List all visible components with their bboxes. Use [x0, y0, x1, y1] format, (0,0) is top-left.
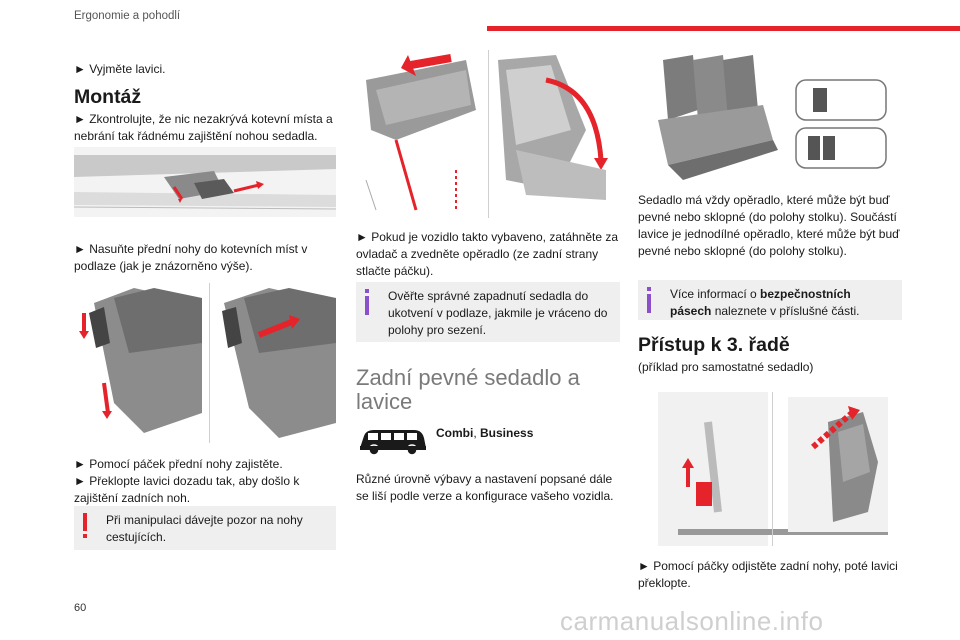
heading-montaz: Montáž — [74, 86, 142, 108]
heading-rear-seat: Zadní pevné sedadlo a lavice — [356, 365, 580, 414]
step-slide: ► Nasuňte přední nohy do kotevních míst … — [74, 242, 308, 273]
page-number: 60 — [74, 602, 87, 614]
bench-configuration-image — [638, 50, 902, 186]
floor-anchor-image — [74, 147, 336, 217]
step-pull: ► Pokud je vozidlo takto vybaveno, zatáh… — [356, 230, 619, 278]
step-unlock: ► Pomocí páčky odjistěte zadní nohy, pot… — [638, 559, 898, 590]
warning-text: Při manipulaci dávejte pozor na nohy ces… — [106, 513, 303, 544]
seat-description: Sedadlo má vždy opěradlo, které může být… — [638, 193, 900, 258]
watermark-site: carmanualsonline.info — [560, 606, 824, 636]
header-accent-bar — [487, 26, 960, 31]
example-note: (příklad pro samostatné sedadlo) — [638, 360, 814, 374]
warning-note: Při manipulaci dávejte pozor na nohy ces… — [74, 506, 336, 550]
step-check: ► Zkontrolujte, že nic nezakrývá kotevní… — [74, 112, 333, 143]
van-icon — [356, 424, 428, 460]
step-lock-2: ► Překlopte lavici dozadu tak, aby došlo… — [74, 474, 300, 505]
third-row-access-image — [638, 382, 902, 546]
rear-seat-description: Různé úrovně výbavy a nastavení popsané … — [356, 472, 614, 503]
seat-backrest-image — [356, 50, 620, 218]
info-icon — [647, 287, 651, 313]
warning-icon — [83, 513, 87, 538]
info-icon — [365, 289, 369, 315]
heading-access-row3: Přístup k 3. řadě — [638, 334, 790, 356]
info-note-seat: Ověřte správné zapadnutí sedadla do ukot… — [356, 282, 620, 342]
bench-lock-image — [74, 283, 336, 443]
step-lock-1: ► Pomocí páček přední nohy zajistěte. — [74, 457, 283, 471]
info-note-belts: Více informací o bezpečnostních pásech n… — [638, 280, 902, 320]
step-remove: ► Vyjměte lavici. — [74, 62, 166, 76]
info-text-seat: Ověřte správné zapadnutí sedadla do ukot… — [388, 289, 608, 337]
info-text-belts: Více informací o bezpečnostních pásech n… — [670, 287, 860, 318]
section-header: Ergonomie a pohodlí — [74, 10, 181, 22]
versions: Combi, Business — [436, 426, 534, 440]
